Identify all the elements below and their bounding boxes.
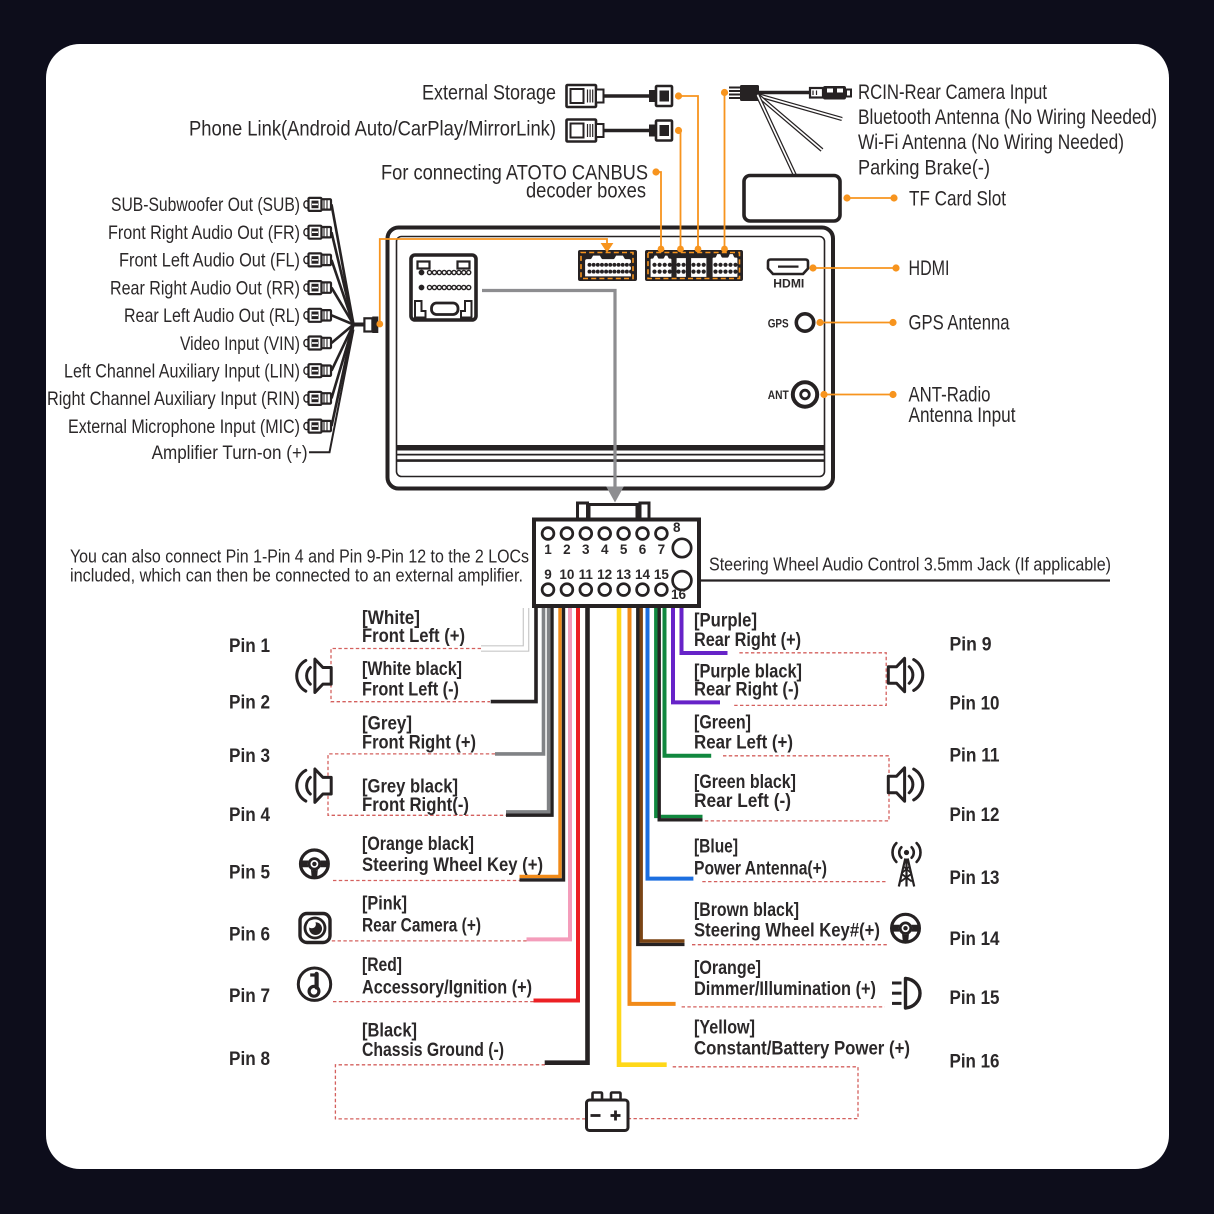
svg-text:Dimmer/Illumination (+): Dimmer/Illumination (+) (694, 978, 876, 1000)
svg-text:Rear Left (-): Rear Left (-) (694, 790, 791, 812)
svg-text:Pin 5: Pin 5 (229, 862, 270, 884)
svg-text:1: 1 (544, 542, 552, 557)
svg-text:Right Channel Auxiliary Input: Right Channel Auxiliary Input (RIN) (47, 388, 300, 410)
svg-text:Steering Wheel Key#(+): Steering Wheel Key#(+) (694, 920, 880, 942)
svg-text:Power Antenna(+): Power Antenna(+) (694, 857, 827, 879)
svg-text:GPS Antenna: GPS Antenna (909, 312, 1010, 335)
svg-text:Pin 16: Pin 16 (950, 1051, 1000, 1073)
svg-text:[Grey]: [Grey] (362, 713, 412, 735)
svg-text:3: 3 (582, 542, 590, 557)
svg-text:Left Channel Auxiliary Input (: Left Channel Auxiliary Input (LIN) (64, 361, 300, 383)
svg-text:[Orange]: [Orange] (694, 957, 761, 979)
svg-text:Pin 3: Pin 3 (229, 745, 270, 767)
svg-text:[Yellow]: [Yellow] (694, 1017, 755, 1039)
svg-text:External Storage: External Storage (422, 82, 556, 105)
svg-text:Front Left (-): Front Left (-) (362, 678, 459, 700)
svg-text:included, which can then be co: included, which can then be connected to… (70, 564, 523, 585)
svg-text:10: 10 (559, 567, 574, 582)
svg-text:HDMI: HDMI (909, 257, 950, 280)
svg-text:8: 8 (673, 520, 681, 535)
svg-text:Front Left (+): Front Left (+) (362, 625, 465, 647)
svg-text:11: 11 (579, 567, 594, 582)
svg-text:Pin 9: Pin 9 (950, 634, 992, 656)
svg-text:Parking Brake(-): Parking Brake(-) (858, 157, 990, 180)
svg-text:[Blue]: [Blue] (694, 836, 738, 858)
svg-text:Pin 1: Pin 1 (229, 635, 270, 657)
svg-text:RCIN-Rear Camera Input: RCIN-Rear Camera Input (858, 81, 1047, 104)
svg-text:Rear Camera (+): Rear Camera (+) (362, 915, 481, 937)
svg-text:Pin 7: Pin 7 (229, 985, 270, 1007)
svg-text:Pin 15: Pin 15 (950, 987, 1000, 1009)
svg-text:9: 9 (544, 567, 552, 582)
svg-text:[Purple]: [Purple] (694, 610, 757, 632)
svg-text:[Orange black]: [Orange black] (362, 833, 474, 855)
svg-text:GPS: GPS (768, 316, 789, 330)
svg-text:Rear Right (+): Rear Right (+) (694, 629, 801, 651)
svg-text:Rear Right (-): Rear Right (-) (694, 678, 799, 700)
svg-text:Chassis Ground (-): Chassis Ground (-) (362, 1039, 504, 1061)
svg-text:HDMI: HDMI (773, 279, 804, 291)
svg-text:[White]: [White] (362, 607, 420, 629)
svg-text:[White black]: [White black] (362, 658, 462, 680)
svg-text:TF Card Slot: TF Card Slot (909, 188, 1006, 211)
svg-text:Front Right Audio Out (FR): Front Right Audio Out (FR) (108, 222, 300, 244)
svg-text:Front Left Audio Out (FL): Front Left Audio Out (FL) (119, 250, 300, 272)
svg-text:Steering Wheel Audio Control 3: Steering Wheel Audio Control 3.5mm Jack … (709, 554, 1111, 574)
svg-text:[Green black]: [Green black] (694, 771, 796, 793)
svg-text:Front Right (+): Front Right (+) (362, 732, 476, 754)
svg-text:Pin 13: Pin 13 (950, 867, 1000, 889)
svg-text:13: 13 (616, 567, 632, 582)
svg-text:Bluetooth Antenna (No Wiring N: Bluetooth Antenna (No Wiring Needed) (858, 106, 1157, 129)
svg-text:16: 16 (671, 587, 687, 602)
svg-text:Constant/Battery Power (+): Constant/Battery Power (+) (694, 1038, 910, 1060)
svg-text:[Red]: [Red] (362, 954, 402, 976)
svg-text:[Purple black]: [Purple black] (694, 660, 802, 682)
svg-text:15: 15 (654, 567, 670, 582)
svg-text:Pin 14: Pin 14 (950, 928, 1000, 950)
svg-text:Pin 6: Pin 6 (229, 924, 270, 946)
svg-text:You can also connect Pin 1-Pin: You can also connect Pin 1-Pin 4 and Pin… (70, 545, 529, 566)
svg-text:Wi-Fi Antenna (No Wiring Neede: Wi-Fi Antenna (No Wiring Needed) (858, 131, 1124, 154)
svg-text:For connecting ATOTO CANBUS: For connecting ATOTO CANBUS (381, 162, 648, 185)
svg-text:Steering Wheel Key (+): Steering Wheel Key (+) (362, 854, 543, 876)
svg-text:SUB-Subwoofer Out (SUB): SUB-Subwoofer Out (SUB) (111, 194, 300, 216)
svg-text:External Microphone Input (MIC: External Microphone Input (MIC) (68, 416, 300, 438)
svg-text:12: 12 (597, 567, 612, 582)
svg-text:Accessory/Ignition (+): Accessory/Ignition (+) (362, 976, 532, 998)
svg-text:Rear Left Audio Out (RL): Rear Left Audio Out (RL) (124, 305, 300, 327)
svg-text:6: 6 (639, 542, 647, 557)
svg-text:ANT: ANT (768, 388, 790, 402)
svg-text:Antenna Input: Antenna Input (909, 404, 1016, 427)
svg-text:5: 5 (620, 542, 628, 557)
svg-text:Pin 8: Pin 8 (229, 1048, 270, 1070)
svg-text:ANT-Radio: ANT-Radio (909, 384, 991, 407)
svg-text:[Brown black]: [Brown black] (694, 899, 799, 921)
svg-text:Rear Right Audio Out (RR): Rear Right Audio Out (RR) (110, 277, 300, 299)
svg-text:Video Input (VIN): Video Input (VIN) (180, 333, 300, 355)
svg-text:[Pink]: [Pink] (362, 892, 407, 914)
svg-text:[Black]: [Black] (362, 1019, 417, 1041)
svg-text:Pin 11: Pin 11 (950, 745, 1000, 767)
svg-text:[Grey black]: [Grey black] (362, 775, 458, 797)
svg-text:Pin 2: Pin 2 (229, 692, 270, 714)
svg-text:2: 2 (563, 542, 571, 557)
svg-text:decoder boxes: decoder boxes (526, 180, 646, 203)
svg-text:Pin 10: Pin 10 (950, 693, 1000, 715)
svg-text:Pin 12: Pin 12 (950, 804, 1000, 826)
svg-text:7: 7 (658, 542, 666, 557)
svg-text:Rear Left (+): Rear Left (+) (694, 732, 793, 754)
svg-text:Amplifier Turn-on (+): Amplifier Turn-on (+) (152, 442, 308, 464)
svg-text:Pin 4: Pin 4 (229, 804, 270, 826)
svg-text:[Green]: [Green] (694, 712, 751, 734)
svg-text:4: 4 (601, 542, 609, 557)
svg-text:Phone Link(Android Auto/CarPla: Phone Link(Android Auto/CarPlay/MirrorLi… (189, 118, 556, 141)
svg-text:Front Right(-): Front Right(-) (362, 794, 469, 816)
svg-text:14: 14 (635, 567, 651, 582)
